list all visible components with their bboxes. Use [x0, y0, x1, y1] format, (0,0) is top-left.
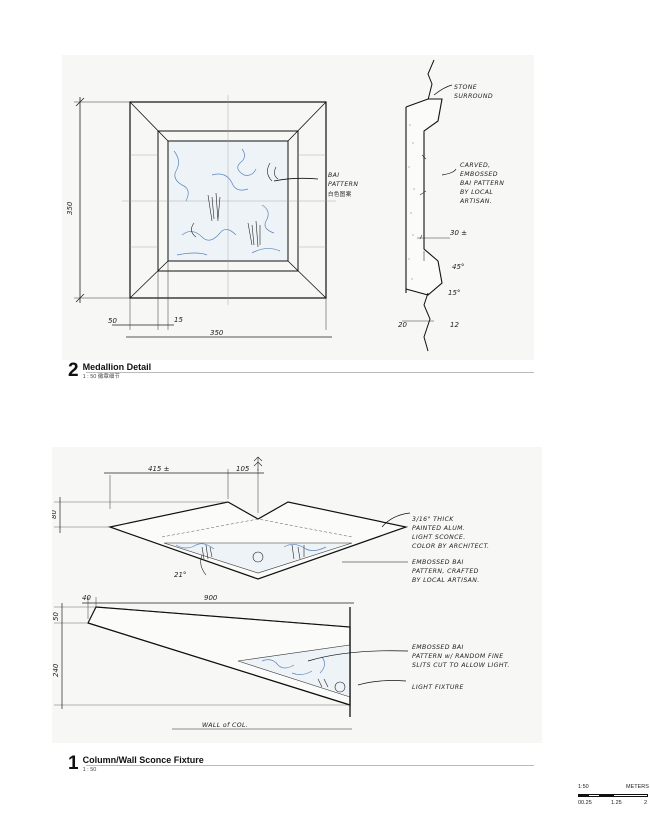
detail-1-number: 1	[68, 753, 79, 774]
carved-note-line-5: ARTISAN.	[459, 198, 492, 205]
scale-bar-unit: METERS	[626, 784, 649, 790]
embossed-note-line-3: BY LOCAL ARTISAN.	[412, 577, 480, 584]
aluminum-note-line-1: 3/16" THICK	[412, 516, 454, 523]
scale-bar-tick-1: 00.25	[578, 800, 592, 806]
scale-bar-tick-3: 2	[644, 800, 648, 806]
scale-bar-track	[578, 794, 648, 797]
bai-pattern-note-line-1: BAI	[328, 172, 340, 179]
angle-45-label: 45°	[452, 263, 464, 271]
dim-30-label: 30 ±	[450, 229, 467, 237]
stone-surround-line-1: STONE	[454, 84, 477, 91]
graphic-scale-bar: 1:50 METERS 00.25 1.25 2	[578, 784, 649, 814]
sconce-section-view	[87, 606, 351, 717]
medallion-sketch: 350 50 15 350 BAI PATTERN 白色图案	[66, 59, 504, 352]
dim-height-label: 350	[66, 201, 74, 215]
random-note-line-1: EMBOSSED BAI	[412, 644, 464, 651]
aluminum-note-line-3: LIGHT SCONCE.	[412, 534, 466, 541]
random-note-line-2: PATTERN w/ RANDOM FINE	[412, 653, 504, 660]
sconce-detail-drawing: 415 ± 105 80 21° 3/16" THICK PAINTED ALU…	[50, 447, 542, 743]
detail-1-title-rule	[86, 765, 534, 766]
stone-surround-line-2: SURROUND	[454, 93, 493, 100]
dim-240-label: 240	[52, 663, 60, 677]
light-fixture-label: LIGHT FIXTURE	[412, 684, 464, 691]
scale-bar-ratio: 1:50	[578, 784, 589, 790]
detail-1-scale: 1 : 50	[82, 767, 97, 773]
bai-pattern-note-line-2: PATTERN	[328, 181, 358, 188]
dim-width-label: 350	[210, 329, 224, 337]
carved-note-line-1: CARVED,	[460, 162, 491, 169]
detail-2-scale-note: 徽章细节	[97, 374, 120, 380]
carved-note-line-4: BY LOCAL	[460, 189, 493, 196]
wall-of-col-label: WALL of COL.	[202, 722, 248, 729]
embossed-note-line-2: PATTERN, CRAFTED	[412, 568, 479, 575]
bai-pattern-note-cn: 白色图案	[328, 190, 352, 198]
dim-15-label: 15	[174, 316, 183, 324]
dim-900-label: 900	[204, 594, 218, 602]
medallion-detail-drawing: 350 50 15 350 BAI PATTERN 白色图案	[62, 55, 534, 360]
detail-2-scale-value: 1 : 50	[82, 374, 97, 380]
detail-2-number: 2	[68, 360, 79, 381]
detail-2-scale: 1 : 50 徽章细节	[83, 373, 152, 381]
dim-40-label: 40	[82, 594, 91, 602]
medallion-section-profile	[402, 59, 450, 352]
detail-2-title-rule	[86, 372, 534, 373]
scale-bar-tick-2: 1.25	[611, 800, 622, 806]
aluminum-note-line-2: PAINTED ALUM.	[412, 525, 465, 532]
bai-pattern-leader	[273, 177, 319, 182]
angle-21-label: 21°	[174, 571, 186, 579]
dim-80-label: 80	[52, 510, 58, 519]
angle-15-label: 15°	[448, 289, 460, 297]
dim-415-label: 415 ±	[148, 465, 170, 473]
dim-50-label: 50	[52, 612, 60, 621]
bai-pattern-sketch	[173, 148, 281, 256]
dim-50-label: 50	[108, 317, 117, 325]
random-note-line-3: SLITS CUT TO ALLOW LIGHT.	[412, 662, 510, 669]
dim-20-label: 20	[398, 321, 407, 329]
carved-note-line-3: BAI PATTERN	[460, 180, 504, 187]
embossed-note-line-1: EMBOSSED BAI	[412, 559, 464, 566]
detail-1-title-block: 1 Column/Wall Sconce Fixture 1 : 50	[68, 753, 204, 774]
carved-note-line-2: EMBOSSED	[460, 171, 498, 178]
detail-2-title: Medallion Detail	[82, 362, 152, 372]
dim-105-label: 105	[236, 465, 250, 473]
dim-12-label: 12	[450, 321, 459, 329]
aluminum-note-line-4: COLOR BY ARCHITECT.	[412, 543, 489, 550]
sconce-plan-view	[107, 501, 409, 580]
detail-2-title-block: 2 Medallion Detail 1 : 50 徽章细节	[68, 360, 152, 381]
detail-1-title: Column/Wall Sconce Fixture	[82, 755, 204, 765]
sconce-sketch: 415 ± 105 80 21° 3/16" THICK PAINTED ALU…	[50, 456, 510, 730]
